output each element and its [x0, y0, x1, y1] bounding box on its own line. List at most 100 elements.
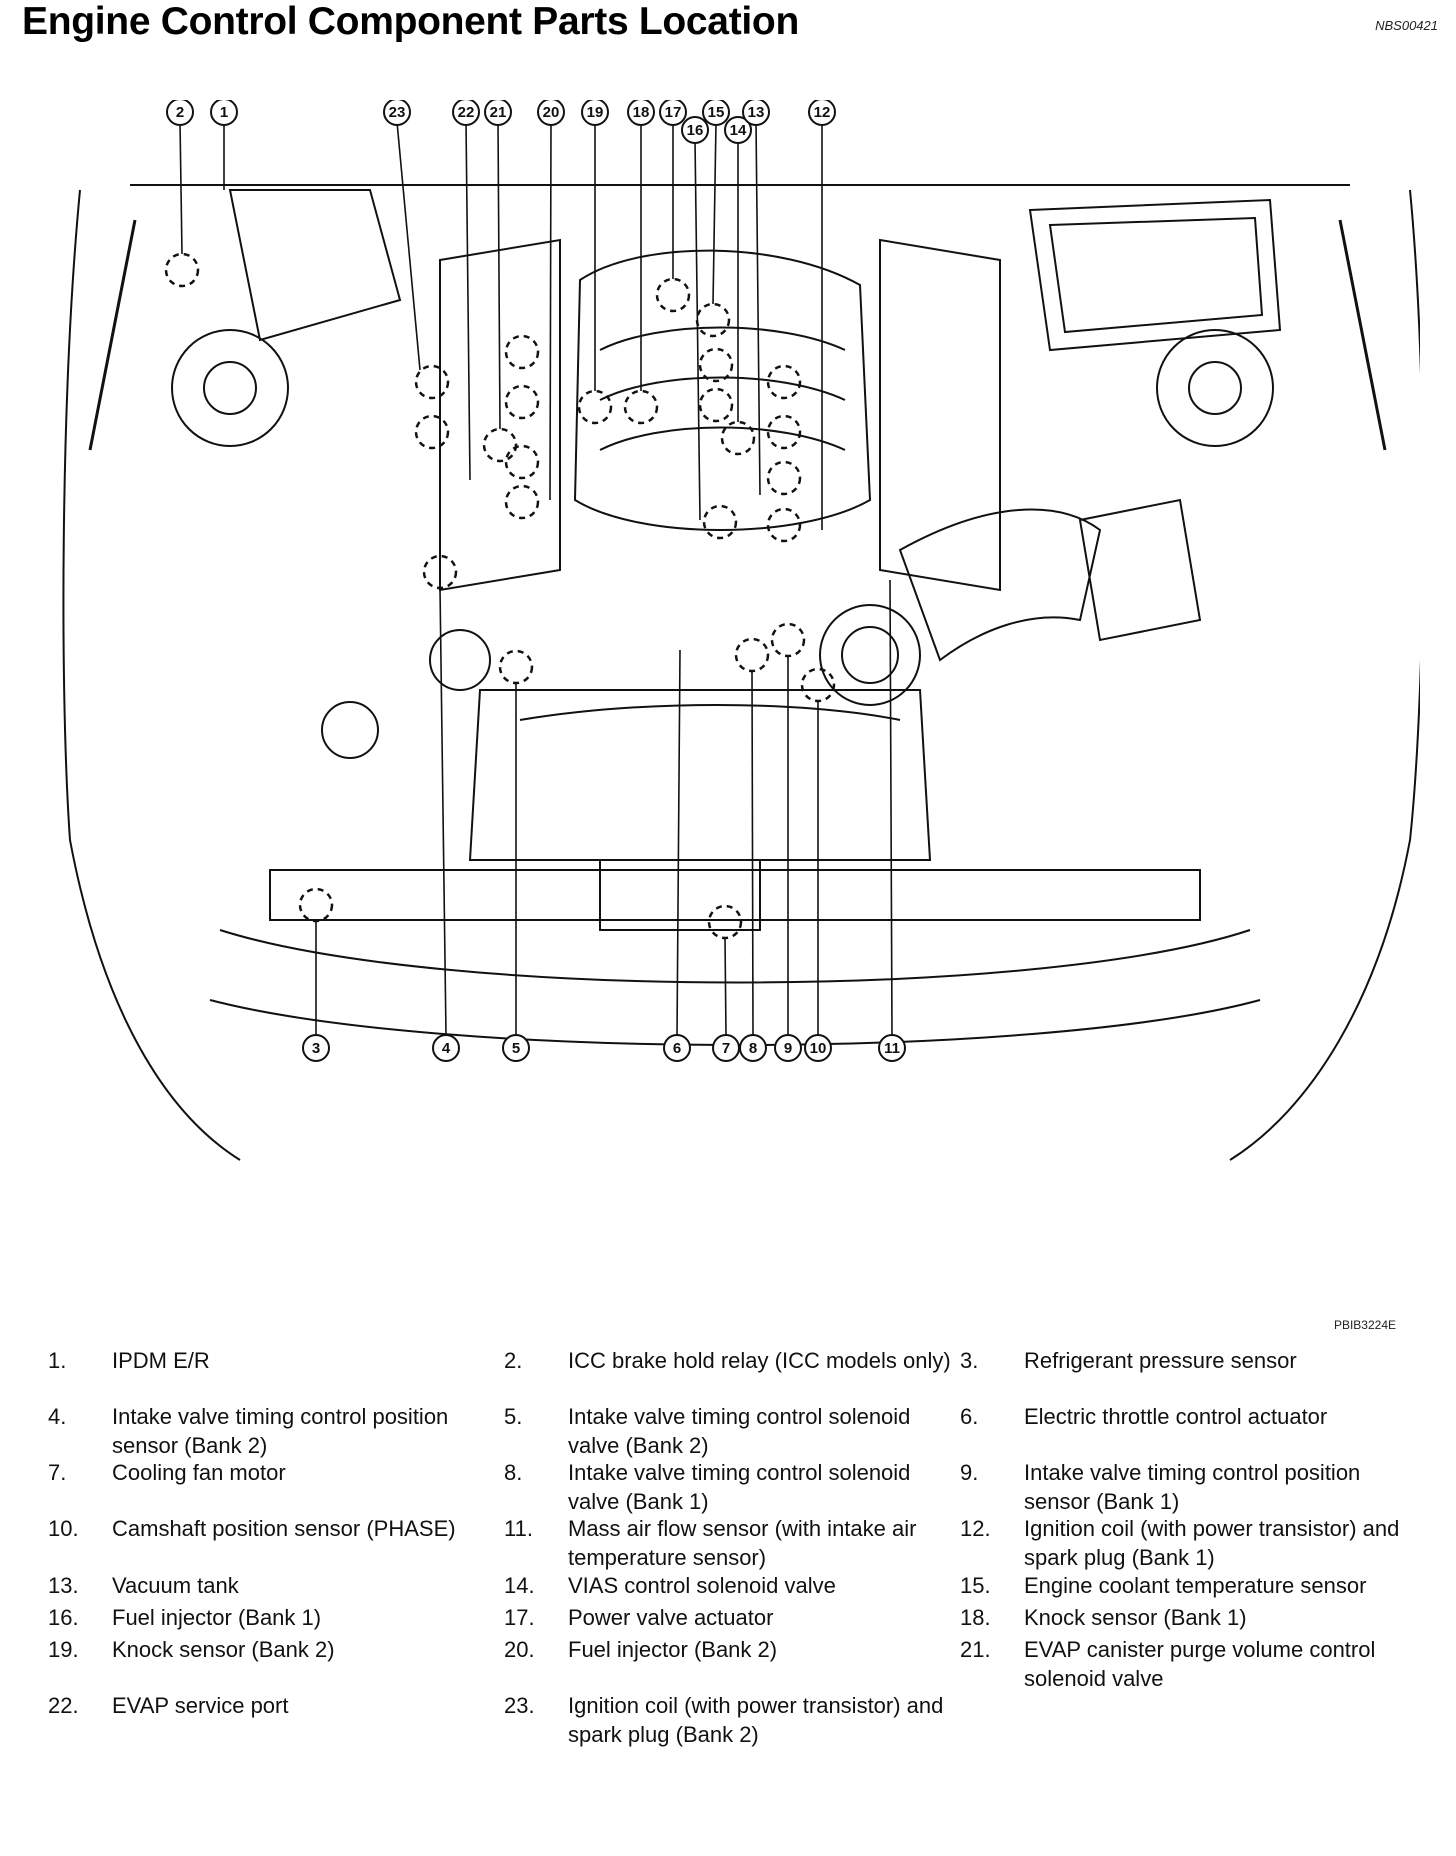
marker-16c	[702, 504, 738, 540]
legend-item-text: Knock sensor (Bank 2)	[112, 1637, 335, 1662]
intake-plenum	[573, 249, 872, 531]
callout-23: 23	[383, 100, 411, 126]
legend-item-text: Knock sensor (Bank 1)	[1024, 1605, 1247, 1630]
svg-text:3: 3	[312, 1040, 320, 1057]
marker-3	[298, 887, 334, 923]
callout-21: 21	[484, 100, 512, 126]
legend-item: 7.Cooling fan motor	[48, 1458, 504, 1487]
legend-item-number: 16.	[48, 1605, 79, 1630]
legend-item: 17.Power valve actuator	[504, 1603, 960, 1632]
leader-16	[694, 139, 701, 521]
marker-12b	[766, 414, 802, 450]
leader-20	[549, 121, 552, 501]
legend-item-text: Electric throttle control actuator	[1024, 1404, 1328, 1429]
legend-item-text: Intake valve timing control position sen…	[1024, 1460, 1361, 1514]
legend-item: 12.Ignition coil (with power transistor)…	[960, 1514, 1416, 1572]
legend-item: 1.IPDM E/R	[48, 1346, 504, 1375]
legend-item-number: 19.	[48, 1637, 79, 1662]
svg-text:22: 22	[458, 104, 475, 121]
callout-9: 9	[774, 1034, 802, 1062]
marker-17	[655, 277, 691, 313]
legend-item-text: EVAP canister purge volume control solen…	[1024, 1637, 1376, 1691]
callout-5: 5	[502, 1034, 530, 1062]
hood-latch	[599, 859, 761, 931]
svg-text:2: 2	[176, 104, 184, 121]
leader-8	[751, 670, 754, 1036]
legend-item-text: Fuel injector (Bank 2)	[568, 1637, 778, 1662]
svg-text:7: 7	[722, 1040, 730, 1057]
callout-10: 10	[804, 1034, 832, 1062]
svg-text:16: 16	[687, 122, 704, 139]
legend-item-number: 11.	[504, 1516, 533, 1541]
marker-12c	[766, 460, 802, 496]
marker-9	[770, 622, 806, 658]
valve-cover-bank2	[439, 238, 561, 592]
legend-item: 11. Mass air flow sensor (with intake air…	[504, 1514, 960, 1572]
bumper-lower	[219, 929, 1251, 984]
reservoir-right	[1028, 198, 1282, 352]
svg-text:14: 14	[730, 122, 747, 139]
svg-text:11: 11	[884, 1040, 900, 1057]
legend-item: 18.Knock sensor (Bank 1)	[960, 1603, 1416, 1632]
marker-23a	[414, 364, 450, 400]
callout-16: 16	[681, 116, 709, 144]
marker-5	[498, 649, 534, 685]
legend-item-text: ICC brake hold relay (ICC models only)	[568, 1348, 951, 1373]
marker-20c	[504, 444, 540, 480]
legend-row: 22. EVAP service port 23. Ignition coil (wi…	[48, 1691, 960, 1749]
air-filter-box	[1078, 498, 1202, 642]
legend-item: 22. EVAP service port	[48, 1691, 504, 1720]
legend-item-text: Mass air flow sensor (with intake air te…	[568, 1516, 917, 1570]
leader-7	[724, 937, 727, 1036]
fender-outline-right	[1229, 189, 1420, 1161]
svg-text:9: 9	[784, 1040, 792, 1057]
legend-item-number: 20.	[504, 1637, 535, 1662]
legend-item: 14. VIAS control solenoid valve	[504, 1571, 960, 1600]
svg-text:1: 1	[220, 104, 228, 121]
callout-8: 8	[739, 1034, 767, 1062]
legend-item-text: VIAS control solenoid valve	[568, 1573, 836, 1598]
callout-11: 11	[878, 1034, 906, 1062]
legend-item-number: 14.	[504, 1573, 535, 1598]
legend-item-text: Vacuum tank	[112, 1573, 239, 1598]
leader-6	[676, 649, 681, 1036]
callout-14: 14	[724, 116, 752, 144]
marker-12a	[766, 364, 802, 400]
callout-13: 13	[742, 100, 770, 126]
leader-23	[396, 121, 421, 371]
marker-2	[164, 252, 200, 288]
legend-item: 20. Fuel injector (Bank 2)	[504, 1635, 960, 1664]
legend-item: 21.EVAP canister purge volume control so…	[960, 1635, 1416, 1693]
legend-item: 6.Electric throttle control actuator	[960, 1402, 1416, 1431]
page-title: Engine Control Component Parts Location	[22, 0, 799, 43]
legend-item: 10.Camshaft position sensor (PHASE)	[48, 1514, 504, 1543]
legend-item: 8.Intake valve timing control solenoid v…	[504, 1458, 960, 1516]
callout-7: 7	[712, 1034, 740, 1062]
svg-text:8: 8	[749, 1040, 757, 1057]
legend-item-text: Engine coolant temperature sensor	[1024, 1573, 1367, 1598]
hood-strut-left	[88, 219, 137, 451]
legend-item-text: IPDM E/R	[112, 1348, 210, 1373]
leader-22	[465, 121, 471, 481]
ipdm-box	[228, 189, 402, 342]
legend-item-number: 5.	[504, 1404, 523, 1429]
callout-17: 17	[659, 100, 687, 126]
leader-11	[889, 579, 893, 1036]
legend-item-number: 23.	[504, 1693, 535, 1718]
legend-item-text: EVAP service port	[112, 1693, 289, 1718]
legend-item-number: 22.	[48, 1693, 79, 1718]
valve-cover-bank1	[879, 238, 1001, 592]
throttle-body	[819, 604, 921, 706]
marker-12d	[766, 507, 802, 543]
marker-21	[482, 427, 518, 463]
svg-text:23: 23	[389, 104, 406, 121]
legend-item: 16.Fuel injector (Bank 1)	[48, 1603, 504, 1632]
figure-id: PBIB3224E	[1333, 1318, 1396, 1332]
legend-item-text: Ignition coil (with power transistor) an…	[568, 1693, 944, 1747]
marker-8	[734, 637, 770, 673]
legend-item: 3.Refrigerant pressure sensor	[960, 1346, 1416, 1375]
engine-front-cover	[468, 689, 932, 861]
legend-item-number: 2.	[504, 1348, 523, 1373]
legend-item: 23. Ignition coil (with power transistor)…	[504, 1691, 960, 1749]
